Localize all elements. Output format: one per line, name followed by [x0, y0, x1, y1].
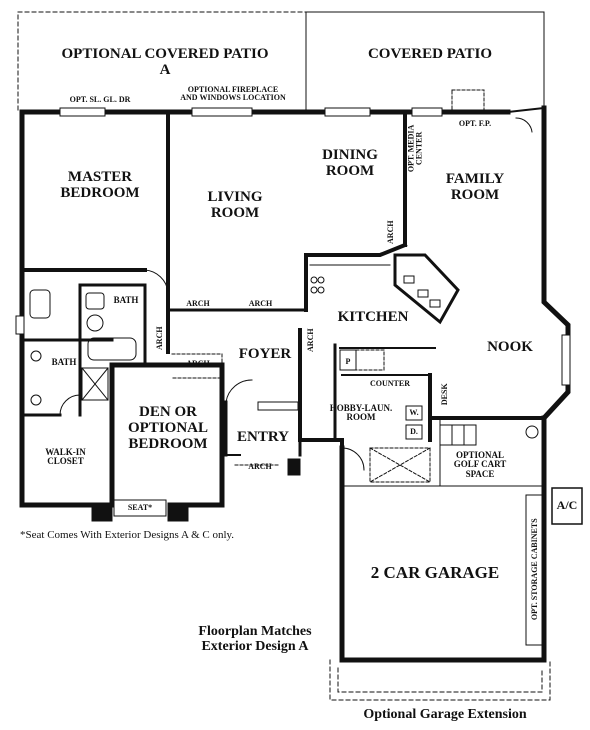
dining-room-label: DINING ROOM	[322, 147, 378, 179]
opt-sliding-door-label: OPT. SL. GL. DR	[69, 95, 131, 104]
hobby-laundry-label: HOBBY-LAUN. ROOM	[329, 403, 393, 423]
master-bedroom-label: MASTER BEDROOM	[60, 169, 140, 201]
golf-cart-label: OPTIONAL GOLF CART SPACE	[453, 450, 507, 479]
foyer-label: FOYER	[238, 346, 292, 362]
arch-entry-label: ARCH	[248, 462, 272, 471]
den-label: DEN OR OPTIONAL BEDROOM	[127, 404, 208, 452]
pantry-label: P	[345, 357, 351, 366]
family-room-label: FAMILY ROOM	[445, 171, 505, 203]
optional-covered-patio-label: OPTIONAL COVERED PATIO A	[61, 46, 269, 78]
storage-cabinets-label: OPT. STORAGE CABINETS	[529, 518, 539, 621]
kitchen-label: KITCHEN	[337, 309, 409, 325]
master-bath-label: BATH	[113, 295, 139, 305]
desk-label: DESK	[439, 383, 449, 406]
entry-label: ENTRY	[237, 429, 289, 445]
exterior-wall-left	[19, 109, 95, 508]
arch-left-label: ARCH	[154, 326, 164, 350]
walk-in-closet-label: WALK-IN CLOSET	[45, 447, 86, 467]
counter-label: COUNTER	[369, 379, 410, 388]
hobby-room-wall	[298, 363, 344, 450]
exterior-wall-right	[541, 105, 571, 508]
opt-media-center-label: OPT. MEDIA CENTER	[406, 124, 424, 173]
washer-label: W.	[409, 408, 419, 417]
opt-fp-label: OPT. F.P.	[458, 119, 492, 128]
garage-extension	[329, 659, 551, 701]
opt-fireplace-label: OPTIONAL FIREPLACE AND WINDOWS LOCATION	[180, 85, 286, 103]
dryer-label: D.	[410, 427, 418, 436]
seat-note: *Seat Comes With Exterior Designs A & C …	[20, 529, 235, 541]
kitchen-island	[393, 253, 460, 325]
covered-patio-label: COVERED PATIO	[367, 46, 493, 62]
arch-kitchen-label: ARCH	[305, 328, 315, 352]
arch-living-2-label: ARCH	[248, 299, 273, 308]
garage-label: 2 CAR GARAGE	[370, 563, 500, 582]
covered-patio-outline	[305, 11, 545, 111]
arch-living-1-label: ARCH	[186, 299, 210, 308]
nook-label: NOOK	[487, 339, 533, 355]
hall-bath-label: BATH	[51, 357, 77, 367]
floorplan-match-note: Floorplan Matches Exterior Design A	[198, 624, 312, 654]
garage-extension-note: Optional Garage Extension	[363, 707, 527, 722]
seat-label: SEAT*	[127, 503, 153, 512]
ac-label: A/C	[556, 498, 578, 512]
arch-foyer-label: ARCH	[186, 359, 210, 368]
arch-dining-label: ARCH	[385, 220, 395, 244]
living-room-label: LIVING ROOM	[207, 189, 263, 221]
